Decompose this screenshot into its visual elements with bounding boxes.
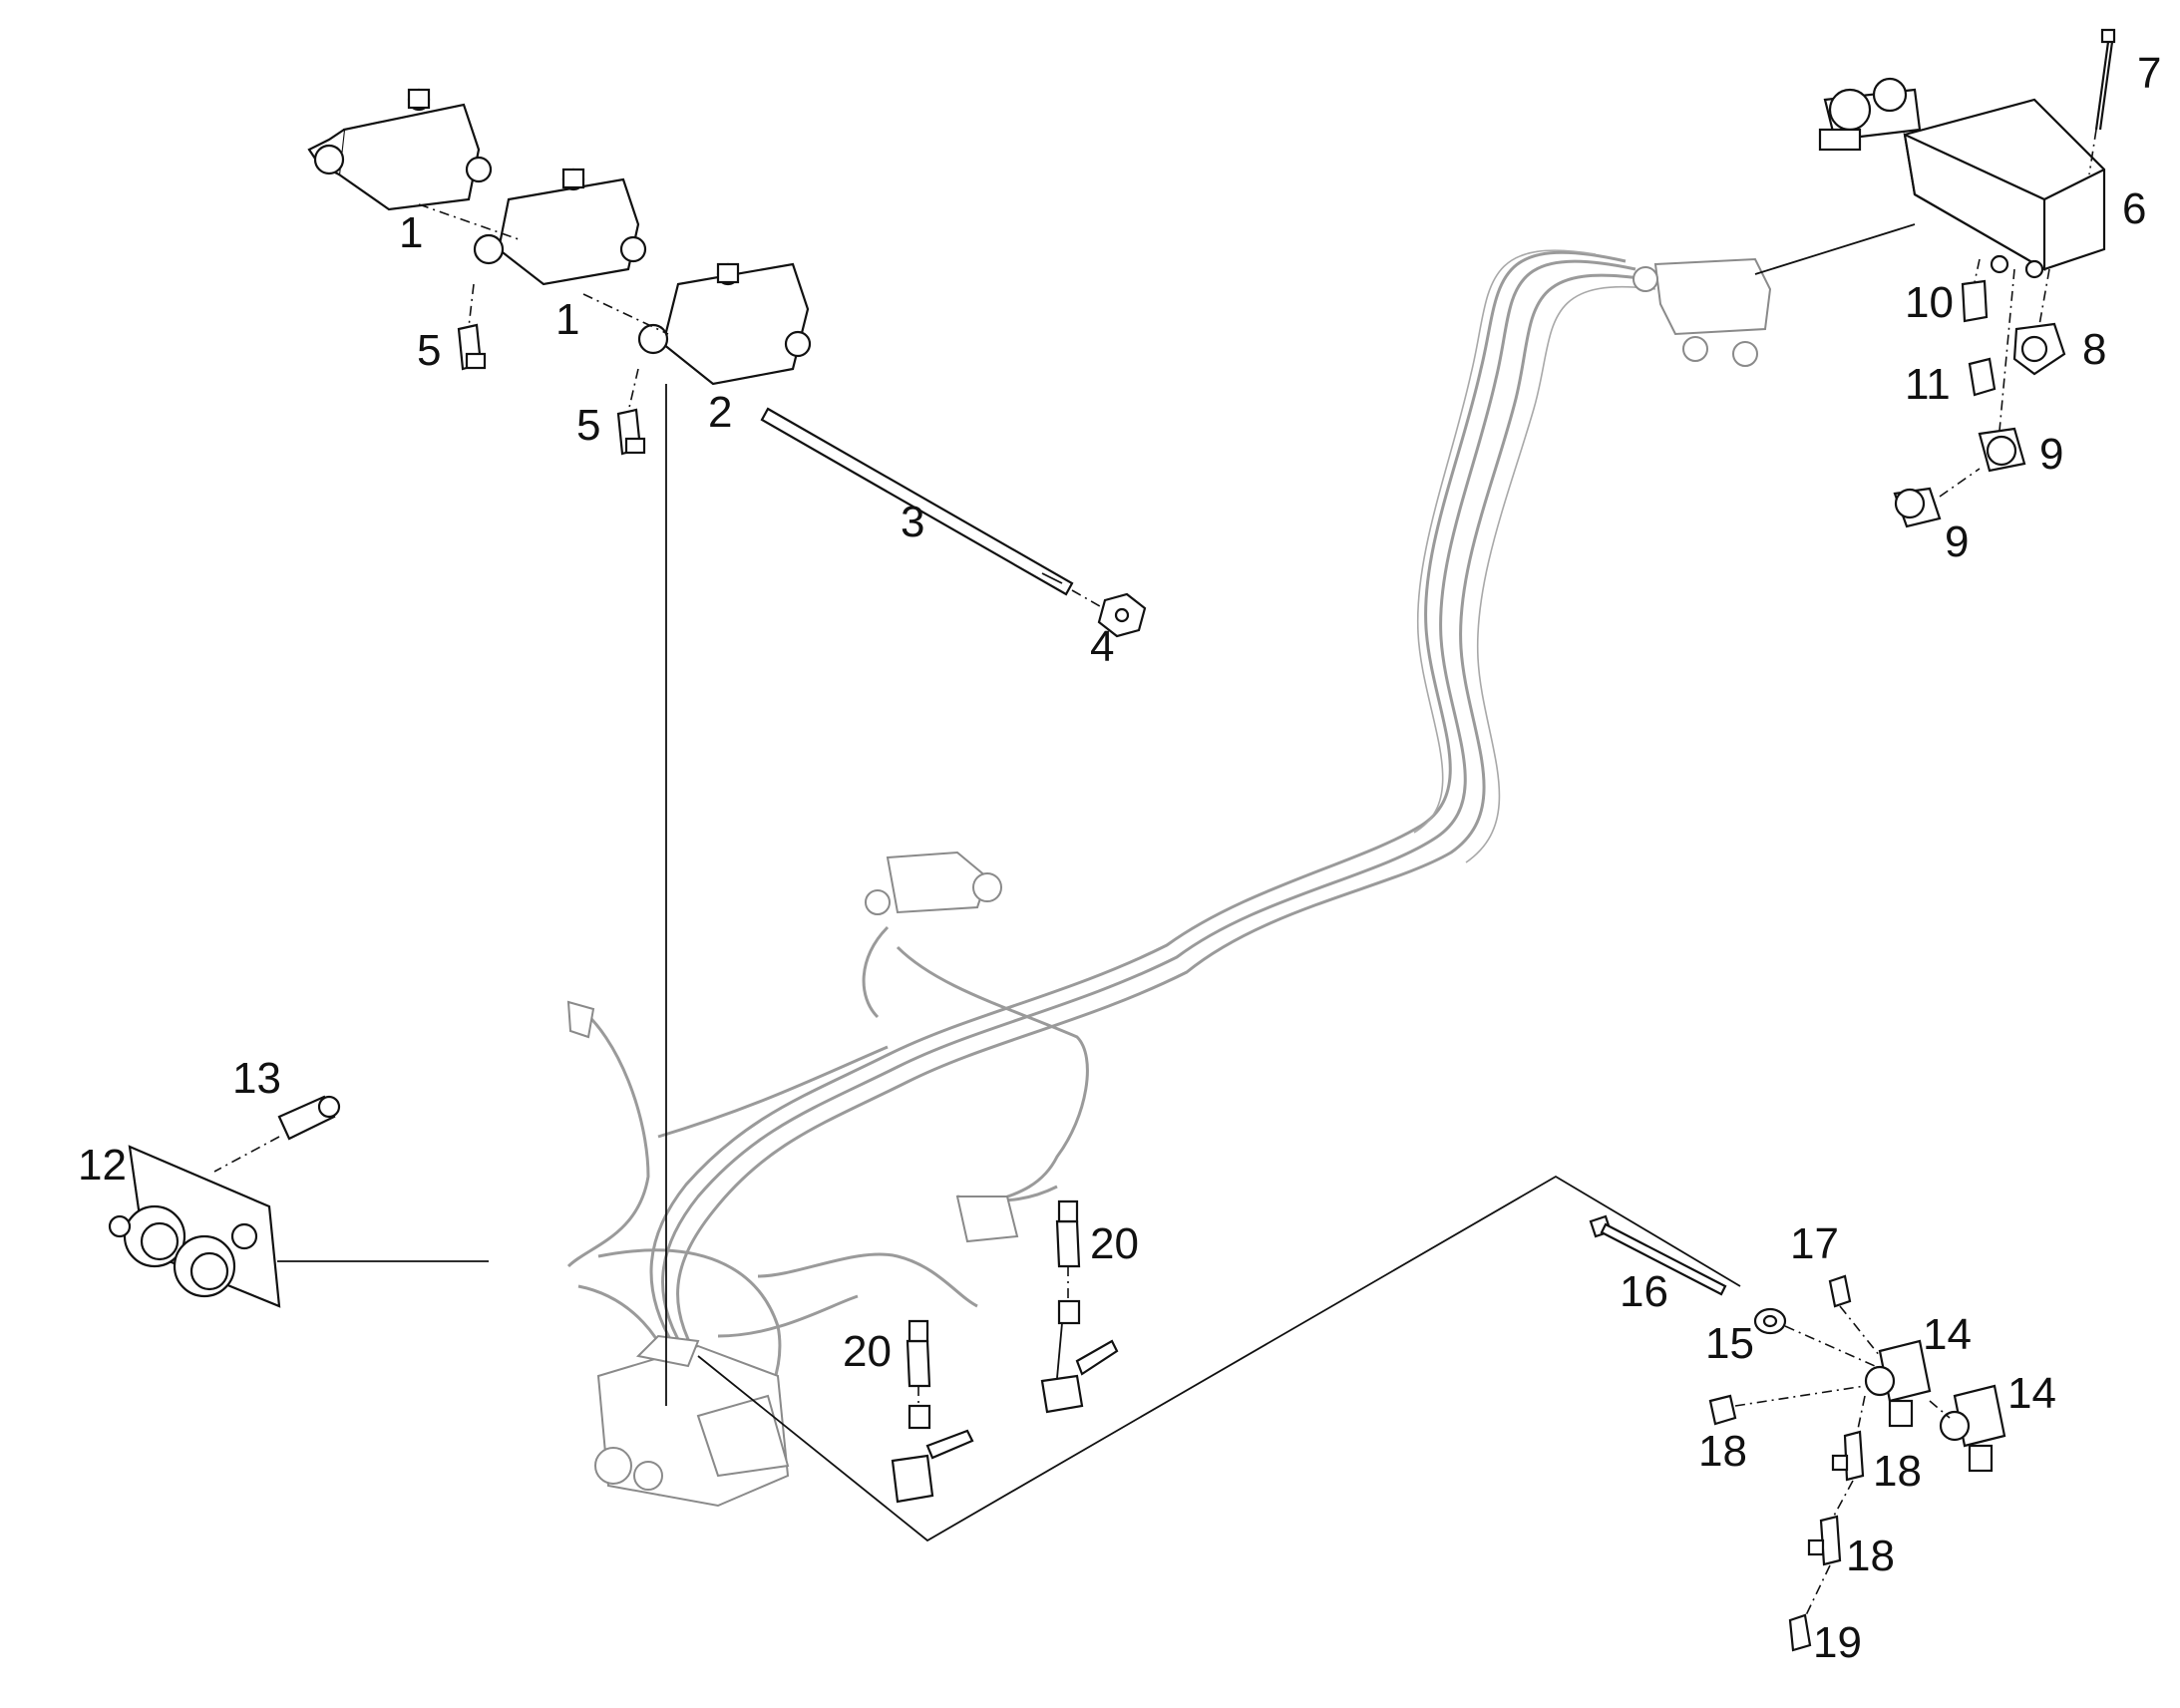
valve-block-6 [1818, 77, 2106, 279]
callout-1a: 1 [399, 208, 423, 257]
fitting-18b [1831, 1395, 1866, 1482]
fitting-20a [1040, 1199, 1119, 1414]
callout-6: 6 [2122, 184, 2146, 233]
callout-16: 16 [1620, 1267, 1668, 1316]
bolt-16 [1589, 1214, 1727, 1296]
callout-20b: 20 [843, 1327, 892, 1376]
valve-14b [1929, 1384, 2006, 1473]
fitting-10 [1961, 258, 1989, 323]
fitting-11 [1968, 357, 1997, 397]
callout-1b: 1 [555, 295, 579, 344]
callout-18a: 18 [1698, 1427, 1747, 1476]
tie-rod [760, 407, 1113, 614]
fitting-17 [1828, 1274, 1881, 1357]
valve-14a [1864, 1339, 1932, 1428]
callout-14a: 14 [1923, 1310, 1972, 1359]
callout-4: 4 [1090, 622, 1114, 671]
sensor-plate-12 [108, 1145, 281, 1308]
callout-labels: 1 1 2 3 4 5 5 6 7 8 9 9 10 11 12 13 14 1… [78, 49, 2161, 1667]
sensor-13 [213, 1095, 341, 1173]
callout-9a: 9 [2039, 430, 2063, 479]
leader-6 [1754, 223, 1916, 275]
valve-section-2 [637, 262, 812, 386]
callout-9b: 9 [1945, 517, 1969, 566]
valve-axis [418, 203, 669, 335]
callout-7: 7 [2137, 49, 2161, 98]
hose-bundle [566, 249, 1772, 1508]
fitting-19 [1788, 1564, 1831, 1652]
fitting-9b [1893, 468, 1981, 528]
callout-18b: 18 [1873, 1447, 1922, 1496]
callout-15: 15 [1705, 1319, 1754, 1368]
callout-5b: 5 [576, 401, 600, 450]
callout-2: 2 [708, 388, 732, 437]
leader-harness-to-parts-14 [697, 1175, 1741, 1542]
fitting-18c [1807, 1480, 1854, 1566]
fitting-8 [2012, 268, 2066, 376]
callout-11: 11 [1905, 360, 1951, 409]
callout-8: 8 [2082, 325, 2106, 374]
callout-14b: 14 [2007, 1369, 2056, 1418]
callout-5a: 5 [417, 326, 441, 375]
valve-section-1b [473, 168, 647, 286]
fitting-5b [616, 368, 646, 456]
fitting-20b [891, 1319, 974, 1504]
callout-10: 10 [1905, 278, 1954, 327]
fitting-5a [457, 283, 487, 371]
bolt-7 [2088, 28, 2116, 175]
callout-12: 12 [78, 1141, 127, 1190]
callout-13: 13 [232, 1054, 281, 1103]
callout-18c: 18 [1846, 1532, 1895, 1580]
hex-nut [1097, 592, 1147, 638]
fitting-18a [1708, 1385, 1866, 1426]
callout-19: 19 [1813, 1618, 1862, 1667]
fitting-9a [1978, 268, 2026, 473]
callout-3: 3 [901, 498, 924, 546]
callout-17: 17 [1790, 1219, 1839, 1268]
washer-15 [1753, 1307, 1876, 1367]
callout-20a: 20 [1090, 1219, 1139, 1268]
valve-section-1a [307, 88, 493, 211]
